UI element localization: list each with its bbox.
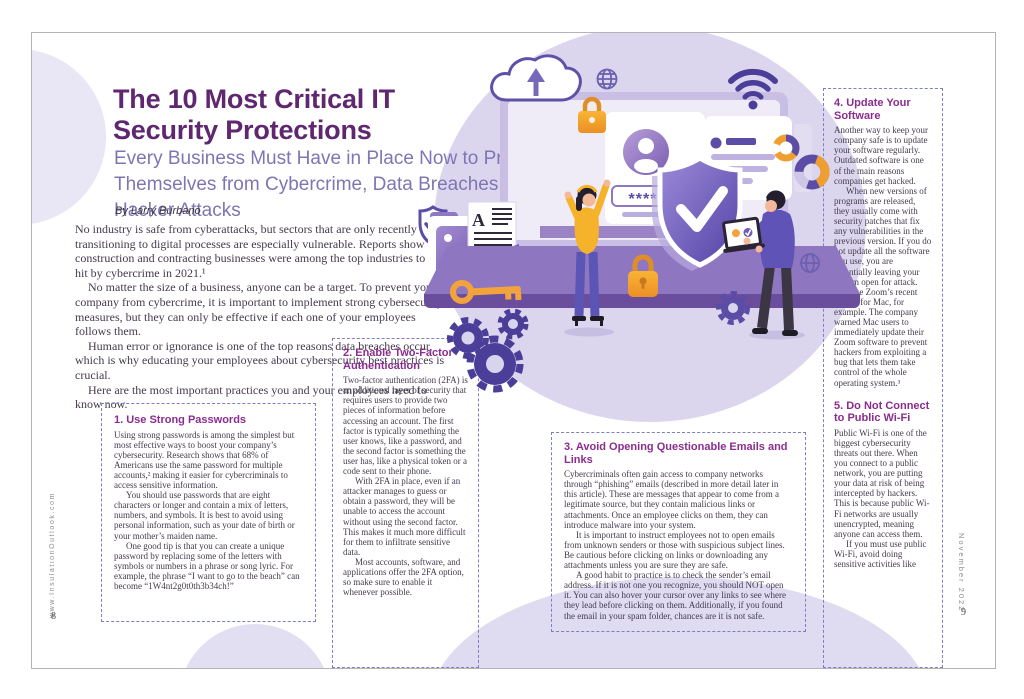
- section-paragraph: If you must use public Wi-Fi, avoid doin…: [834, 538, 927, 570]
- section-paragraph: It is important to instruct employees no…: [564, 529, 785, 571]
- section-paragraph: Two-factor authentication (2FA) is an ad…: [343, 375, 468, 477]
- section-heading: 3. Avoid Opening Questionable Emails and…: [564, 441, 788, 466]
- article-title: The 10 Most Critical IT Security Protect…: [113, 84, 493, 146]
- blob-bottom-left: [186, 624, 324, 668]
- website-vertical-text: www.InsulationOutlook.com: [49, 492, 56, 618]
- intro-paragraph: No industry is safe from cyberattacks, b…: [75, 222, 446, 280]
- intro-paragraph: Human error or ignorance is one of the t…: [75, 338, 445, 382]
- section-heading: 2. Enable Two-Factor Authentication: [343, 347, 453, 372]
- section-use-strong-passwords: 1. Use Strong Passwords Using strong pas…: [101, 403, 316, 622]
- left-page-number: 8: [51, 611, 56, 622]
- section-update-software: 4. Update Your Software Another way to k…: [834, 97, 932, 388]
- title-line-2: Security Protections: [113, 115, 372, 145]
- section-paragraph: Most accounts, software, and application…: [343, 556, 464, 598]
- blob-top-left: [32, 50, 106, 224]
- right-page-number: 9: [961, 607, 966, 618]
- section-two-factor-authentication: 2. Enable Two-Factor Authentication Two-…: [332, 338, 479, 668]
- blob-bottom-center: [440, 577, 920, 668]
- section-paragraph: When new versions of programs are releas…: [834, 185, 932, 287]
- section-heading: 4. Update Your Software: [834, 97, 911, 122]
- section-questionable-emails: 3. Avoid Opening Questionable Emails and…: [551, 432, 806, 632]
- section-paragraph: One good tip is that you can create a un…: [114, 540, 300, 591]
- issue-vertical-text: November 2022: [957, 533, 966, 613]
- section-paragraph: A good habit to practice is to check the…: [564, 570, 786, 621]
- intro-text: No industry is safe from cyberattacks, b…: [75, 222, 447, 412]
- section-heading: 5. Do Not Connect to Public Wi-Fi: [834, 399, 930, 425]
- intro-paragraph: No matter the size of a business, anyone…: [75, 280, 443, 339]
- blob-illustration-circle: [434, 33, 866, 422]
- section-heading: 1. Use Strong Passwords: [114, 414, 247, 426]
- section-paragraph: With 2FA in place, even if an attacker m…: [343, 476, 466, 557]
- title-line-1: The 10 Most Critical IT: [113, 84, 395, 114]
- section-public-wifi: 5. Do Not Connect to Public Wi-Fi Public…: [834, 400, 932, 570]
- section-paragraph: Another way to keep your company safe is…: [834, 125, 928, 186]
- section-paragraph: Cybercriminals often gain access to comp…: [564, 469, 779, 530]
- article-subtitle: Every Business Must Have in Place Now to…: [114, 148, 544, 221]
- section-paragraph: You should use passwords that are eight …: [114, 490, 295, 541]
- section-paragraph: Using strong passwords is among the simp…: [114, 429, 295, 491]
- byline: By Larry Burbano: [115, 205, 201, 217]
- right-column: 4. Update Your Software Another way to k…: [823, 88, 943, 668]
- section-paragraph: Public Wi-Fi is one of the biggest cyber…: [834, 427, 930, 539]
- section-paragraph: Take Zoom’s recent update for Mac, for e…: [834, 286, 928, 388]
